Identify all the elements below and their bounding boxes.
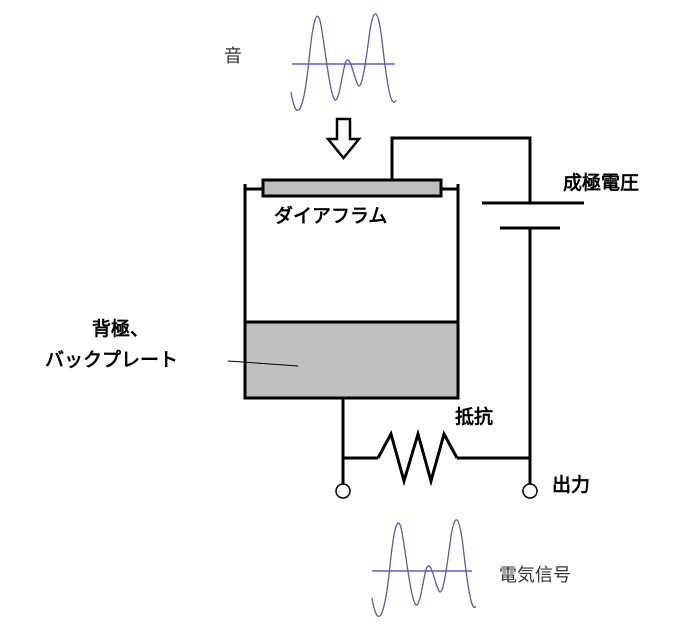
sound-waveform (290, 13, 397, 112)
diaphragm-wire (390, 136, 532, 203)
resistor-symbol (376, 428, 459, 487)
polarizing-voltage-label: 成極電圧 (563, 172, 640, 194)
signal-waveform (371, 519, 477, 618)
output-terminal-right (522, 483, 538, 499)
backplate-label-line2: バックプレート (45, 349, 179, 371)
sound-waveform-curve (290, 13, 397, 112)
sound-pressure-arrow (325, 117, 362, 160)
circuit-wires (341, 136, 532, 485)
backplate (243, 320, 460, 400)
output-terminal-left (335, 483, 351, 499)
output-label: 出力 (552, 474, 591, 496)
diaphragm (261, 178, 443, 198)
battery-symbol (482, 201, 584, 230)
electric-signal-label: 電気信号 (499, 565, 571, 586)
backplate-label-line1: 背極、 (92, 318, 150, 340)
signal-waveform-curve (371, 519, 477, 618)
resistor-label: 抵抗 (455, 406, 494, 428)
diaphragm-label: ダイアフラム (274, 205, 388, 227)
backplate-leader-line (227, 360, 299, 367)
sound-label: 音 (224, 46, 242, 67)
